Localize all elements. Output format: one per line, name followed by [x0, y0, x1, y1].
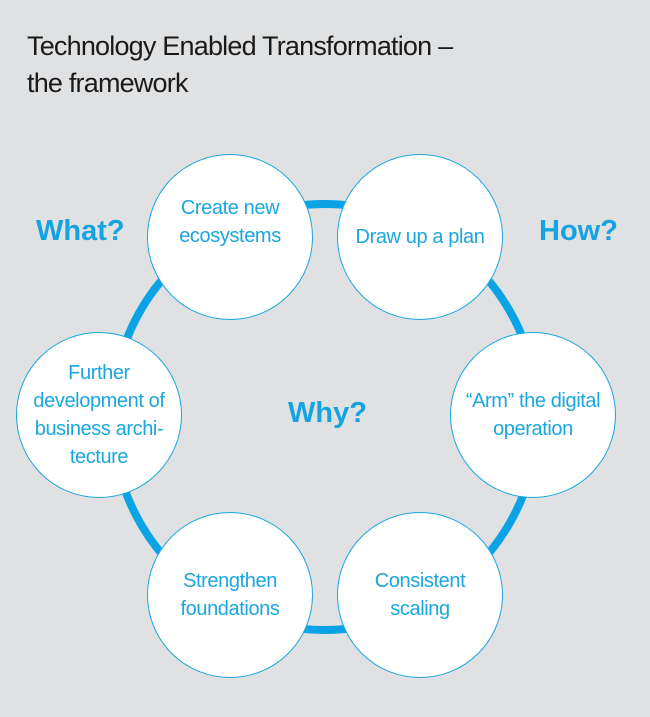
what-label: What?	[36, 215, 125, 247]
node-consistent-scaling: Consistent scaling	[337, 512, 503, 678]
how-label: How?	[539, 215, 618, 247]
title-line-2: the framework	[27, 68, 188, 98]
node-label: “Arm” the digital operation	[465, 390, 601, 440]
node-create-new-ecosystems: Create new ecosystems	[147, 154, 313, 320]
node-label: Further development of business archi- t…	[33, 362, 165, 468]
node-strengthen-foundations: Strengthen foundations	[147, 512, 313, 678]
node-label: Draw up a plan	[355, 226, 485, 248]
node-arm-digital-operation: “Arm” the digital operation	[450, 332, 616, 498]
node-label: Consistent scaling	[374, 570, 466, 620]
node-draw-up-plan: Draw up a plan	[337, 154, 503, 320]
node-business-architecture: Further development of business archi- t…	[16, 332, 182, 498]
title-line-1: Technology Enabled Transformation –	[27, 31, 453, 61]
node-label: Strengthen foundations	[180, 570, 280, 620]
page-title: Technology Enabled Transformation – the …	[27, 28, 453, 102]
why-label: Why?	[288, 397, 367, 429]
node-label: Create new ecosystems	[179, 197, 281, 247]
